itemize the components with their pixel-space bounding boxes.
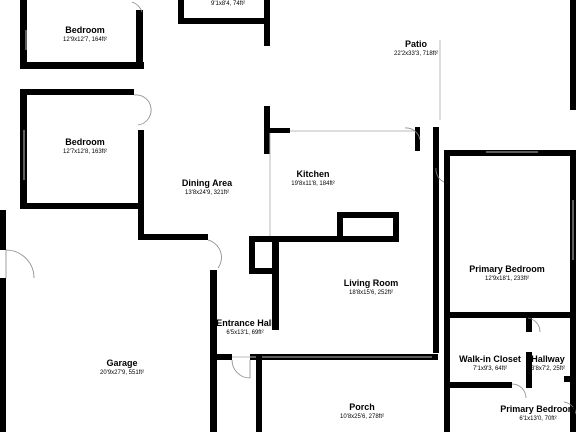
wall-segment	[0, 210, 6, 250]
wall-segment	[433, 127, 439, 353]
room-bedroom-1: Bedroom 12'9x12'7, 164ft²	[63, 25, 107, 44]
room-name: Primary Bedroom	[469, 264, 545, 274]
room-dims: 20'9x27'9, 551ft²	[100, 370, 144, 376]
wall-segment	[444, 382, 450, 432]
room-name: Walk-in Closet	[459, 354, 521, 364]
room-dims: 12'9x12'7, 164ft²	[63, 37, 107, 43]
door-swings	[5, 1, 576, 415]
wall-segment	[393, 212, 399, 242]
wall-segment	[264, 128, 290, 133]
room-garage: Garage 20'9x27'9, 551ft²	[100, 358, 144, 377]
room-name: Primary Bedroom	[500, 404, 576, 414]
room-dims: 6'5x13'1, 69ft²	[226, 330, 264, 336]
room-name: Patio	[404, 39, 427, 49]
room-dims: 19'8x11'8, 184ft²	[291, 181, 335, 187]
room-dims: 22'2x33'3, 718ft²	[394, 51, 438, 57]
room-dims: 12'9x18'1, 233ft²	[485, 276, 529, 282]
wall-segment	[20, 203, 144, 209]
wall-segment	[178, 18, 270, 24]
wall-segment	[249, 236, 255, 274]
door-arc	[131, 1, 143, 13]
wall-segment	[415, 127, 420, 151]
room-walk-in-closet: Walk-in Closet 7'1x9'3, 64ft²	[459, 354, 521, 373]
wall-segment	[526, 352, 532, 388]
room-primary-bedroom-2: Primary Bedroom 6'1x13'0, 70ft²	[500, 404, 576, 423]
room-name: Bedroom	[65, 25, 105, 35]
room-dims: 10'8x25'6, 278ft²	[340, 414, 384, 420]
door-arc	[511, 383, 527, 399]
thin-lines	[23, 30, 574, 358]
room-hallway: Hallway 3'8x7'2, 25ft²	[531, 354, 565, 373]
wall-segment	[138, 234, 208, 240]
wall-segment	[216, 354, 232, 360]
wall-segment	[136, 10, 143, 69]
wall-segment	[20, 0, 27, 68]
wall-segment	[20, 89, 134, 95]
room-dims: 7'1x9'3, 64ft²	[473, 366, 507, 372]
room-name: Living Room	[343, 278, 399, 288]
wall-segment	[444, 312, 450, 388]
room-name: Garage	[106, 358, 138, 368]
door-arc	[404, 127, 421, 141]
room-name: Porch	[349, 402, 375, 412]
wall-segment	[178, 0, 184, 24]
room-dims: 13'8x24'9, 321ft²	[185, 190, 229, 196]
room-dims: 12'7x12'8, 163ft²	[63, 149, 107, 155]
wall-segment	[337, 212, 399, 218]
room-dims: 3'8x7'2, 25ft²	[531, 366, 565, 372]
room-patio: Patio 22'2x33'3, 718ft²	[394, 39, 438, 58]
wall-segment	[570, 150, 576, 432]
wall-segment	[444, 150, 450, 350]
room-porch: Porch 10'8x25'6, 278ft²	[340, 402, 384, 421]
wall-segment	[272, 240, 279, 330]
room-name: Entrance Hall	[216, 318, 274, 328]
room-dims: 9'1x8'4, 74ft²	[211, 1, 245, 7]
wall-segment	[444, 150, 576, 156]
door-arc	[435, 167, 445, 183]
wall-segment	[570, 0, 576, 110]
wall-segment	[256, 358, 262, 432]
wall-segment	[444, 382, 512, 388]
room-name: Hallway	[531, 354, 565, 364]
door-arc	[527, 317, 541, 333]
room-entrance-hall: Entrance Hall 6'5x13'1, 69ft²	[216, 318, 274, 337]
room-dims: 6'1x13'0, 70ft²	[519, 416, 557, 422]
wall-segment	[249, 236, 399, 242]
wall-segment	[0, 278, 6, 432]
room-bedroom-2: Bedroom 12'7x12'8, 163ft²	[63, 137, 107, 156]
room-name: Bedroom	[65, 137, 105, 147]
wall-segment	[20, 62, 144, 69]
room-name: Dining Area	[181, 178, 233, 188]
room-top-closet: 9'1x8'4, 74ft²	[211, 0, 245, 8]
wall-segment	[210, 270, 217, 432]
room-dims: 18'8x15'6, 252ft²	[349, 290, 393, 296]
wall-segment	[264, 0, 270, 46]
wall-segment	[444, 312, 576, 318]
wall-segment	[249, 268, 279, 274]
room-living-room: Living Room 18'8x15'6, 252ft²	[344, 278, 399, 297]
room-primary-bedroom: Primary Bedroom 12'9x18'1, 233ft²	[469, 264, 545, 283]
room-kitchen: Kitchen 19'8x11'8, 184ft²	[291, 169, 335, 188]
door-arc	[207, 239, 222, 269]
door-arc	[133, 94, 152, 126]
wall-segment	[138, 130, 144, 240]
room-name: Kitchen	[296, 169, 330, 179]
wall-segment	[564, 376, 576, 382]
door-arc	[231, 359, 251, 379]
wall-segment	[526, 312, 532, 332]
room-dining-area: Dining Area 13'8x24'9, 321ft²	[182, 178, 232, 197]
wall-segment	[337, 212, 343, 242]
door-arc	[5, 249, 35, 279]
